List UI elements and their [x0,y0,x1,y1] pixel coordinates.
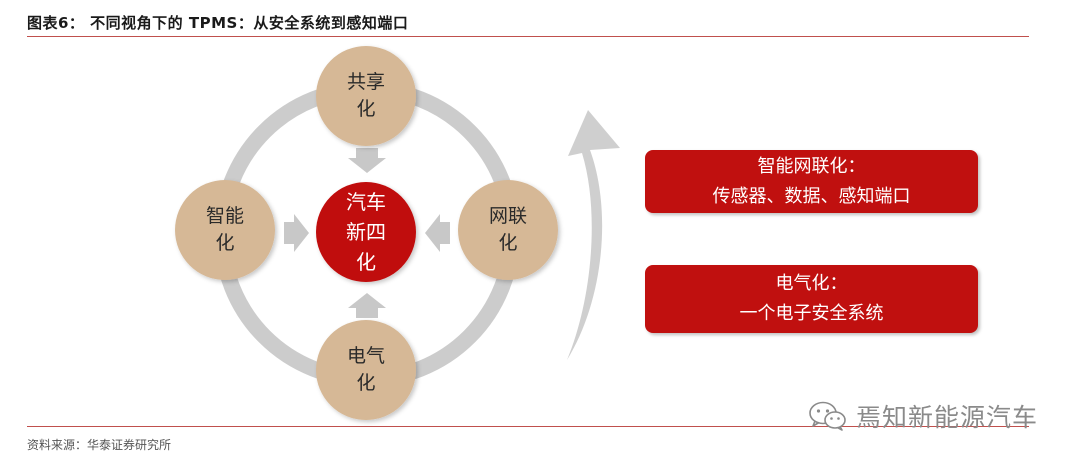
watermark-text: 焉知新能源汽车 [856,403,1039,432]
figure-title: 图表6： 不同视角下的 TPMS：从安全系统到感知端口 [27,14,409,32]
arrow-right-to-center [425,214,450,252]
electrification-detail: 一个电子安全系统 [739,303,884,324]
electrification-heading: 电气化： [775,273,848,294]
center-circle [316,182,416,282]
intelligent-connected-box: 智能网联化： 传感器、数据、感知端口 [645,150,978,213]
node-left-label: 智能 化 [205,205,244,254]
node-right-label: 网联 化 [488,205,527,254]
arrow-top-to-center [348,148,386,173]
arrow-bottom-to-center [348,293,386,318]
intelligent-connected-detail: 传感器、数据、感知端口 [712,185,911,207]
node-top-label: 共享 化 [346,71,385,120]
node-bottom-label: 电气 化 [346,345,385,394]
watermark: 焉知新能源汽车 [808,398,1038,434]
node-right-circle [458,180,558,280]
top-divider [27,36,1029,37]
wechat-logo-icon [809,401,846,431]
bottom-divider [27,426,1029,427]
electrification-box: 电气化： 一个电子安全系统 [645,265,978,333]
intelligent-connected-heading: 智能网联化： [757,155,866,177]
node-left-circle [175,180,275,280]
curved-upward-arrow [567,110,620,360]
source-note: 资料来源：华泰证券研究所 [27,438,172,452]
node-top-circle [316,46,416,146]
node-bottom-circle [316,320,416,420]
center-label: 汽车 新四 化 [346,190,386,274]
arrow-left-to-center [284,214,309,252]
